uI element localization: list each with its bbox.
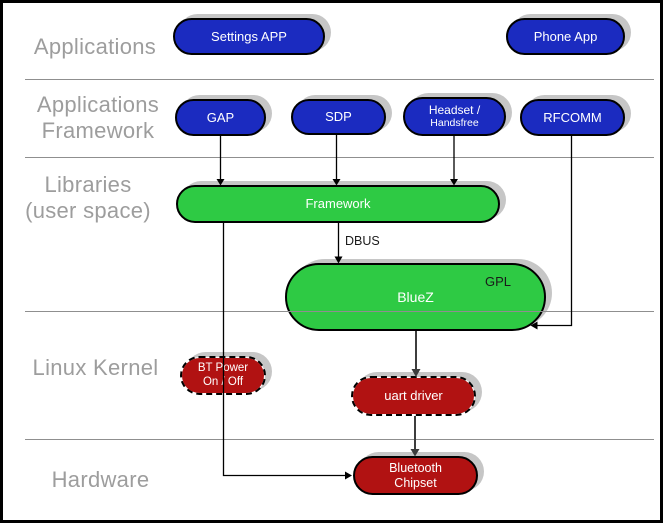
node-headset-handsfree: Headset / Handsfree — [403, 97, 506, 136]
node-uart-driver: uart driver — [351, 376, 476, 416]
node-gap: GAP — [175, 99, 266, 136]
node-headset-handsfree-line2: Handsfree — [430, 117, 479, 130]
layer-label-linux-kernel: Linux Kernel — [32, 355, 159, 380]
layer-label-hardware: Hardware — [51, 467, 150, 492]
node-bt-power-line2: On / Off — [202, 375, 244, 388]
node-bt-power-on-off: BT Power On / Off — [180, 356, 266, 395]
node-phone-app: Phone App — [506, 18, 625, 55]
layer-label-applications-framework-line2: Framework — [41, 118, 155, 143]
license-tag-gpl: GPL — [484, 274, 511, 289]
node-settings-app: Settings APP — [173, 18, 325, 55]
layer-label-applications: Applications — [33, 34, 157, 59]
layer-label-libraries-line2: (user space) — [25, 198, 151, 223]
node-bluetooth-chipset: Bluetooth Chipset — [353, 456, 478, 495]
node-rfcomm: RFCOMM — [520, 99, 625, 136]
node-bluetooth-chipset-line1: Bluetooth — [389, 460, 442, 475]
layer-label-libraries-line1: Libraries — [44, 172, 132, 197]
layer-label-libraries: Libraries (user space) — [3, 172, 173, 224]
node-bt-power-line1: BT Power — [197, 361, 249, 374]
node-framework: Framework — [176, 185, 500, 223]
edge-framework-to-chipset-via-bt-power — [222, 223, 345, 477]
node-sdp: SDP — [291, 99, 386, 135]
node-bluetooth-chipset-line2: Chipset — [394, 475, 437, 490]
arrowhead-framework-to-chipset — [345, 471, 352, 480]
layer-label-applications-framework: Applications Framework — [13, 92, 183, 144]
layer-label-applications-framework-line1: Applications — [36, 92, 160, 117]
node-headset-handsfree-line1: Headset / — [428, 103, 481, 117]
edge-label-dbus: DBUS — [345, 234, 380, 248]
